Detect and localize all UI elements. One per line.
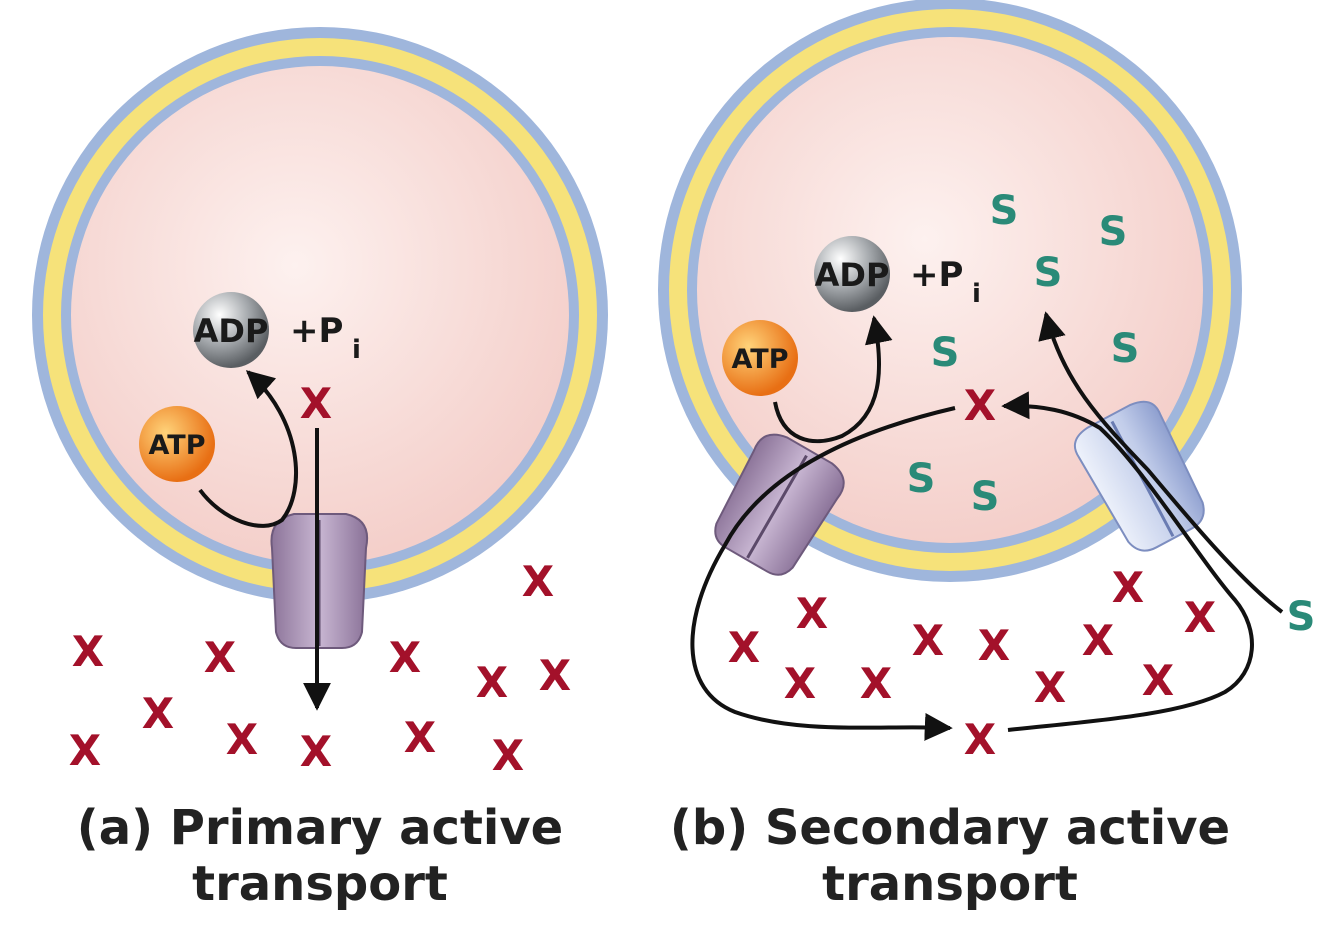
- caption-b-line2: transport: [822, 856, 1078, 912]
- x-return-arrow-b: [1001, 391, 1254, 732]
- solute-x: X: [539, 651, 571, 700]
- atp-hydrolysis-arrow-b: [773, 315, 893, 444]
- solute-x: X: [476, 658, 508, 707]
- solute-s-group-b: S S S S S S S S: [907, 188, 1316, 640]
- caption-b-line1: (b) Secondary active: [669, 800, 1231, 856]
- solute-s: S: [1034, 250, 1063, 296]
- solute-x: X: [522, 557, 554, 606]
- solute-x: X: [1142, 656, 1174, 705]
- s-cotransport-arrow-b: [1038, 311, 1284, 614]
- atp-molecule-a: [139, 406, 215, 482]
- solute-s: S: [990, 188, 1019, 234]
- solute-x: X: [728, 623, 760, 672]
- solute-x: X: [226, 715, 258, 764]
- solute-x: X: [784, 659, 816, 708]
- solute-x: X: [69, 726, 101, 775]
- atp-molecule-b: [722, 320, 798, 396]
- solute-x: X: [492, 731, 524, 780]
- atp-hydrolysis-arrow-a: [198, 370, 298, 528]
- solute-x: X: [72, 627, 104, 676]
- solute-x: X: [796, 589, 828, 638]
- solute-x: X: [1112, 563, 1144, 612]
- solute-x: X: [978, 621, 1010, 670]
- solute-s: S: [931, 330, 960, 376]
- caption-panel-a: (a) Primary active transport: [40, 800, 600, 912]
- solute-x: X: [300, 727, 332, 776]
- atp-label-b: ATP: [731, 344, 788, 375]
- caption-a-line2: transport: [192, 856, 448, 912]
- pi-label-a: +P: [290, 311, 343, 351]
- solute-x-group-b: X X X X X X X X X X X X X: [728, 381, 1216, 764]
- adp-molecule-b: [814, 236, 890, 312]
- solute-x: X: [1082, 616, 1114, 665]
- x-export-arrow-b: [690, 406, 956, 741]
- panel-a: ATP ADP +P i X X X X X X X X X X X X X: [32, 27, 608, 780]
- solute-s-outside: S: [1287, 594, 1316, 640]
- solute-s: S: [907, 456, 936, 502]
- solute-s: S: [971, 474, 1000, 520]
- panel-b: ATP ADP +P i S S S S S S S S X X X X X X…: [658, 0, 1315, 764]
- solute-x: X: [1184, 593, 1216, 642]
- caption-a-line1: (a) Primary active: [76, 800, 564, 856]
- solute-x-returning: X: [964, 715, 996, 764]
- solute-s: S: [1099, 209, 1128, 255]
- pi-subscript-b: i: [972, 279, 981, 309]
- solute-x: X: [142, 689, 174, 738]
- adp-label-b: ADP: [815, 256, 890, 294]
- solute-x: X: [912, 616, 944, 665]
- pi-label-b: +P: [910, 255, 963, 295]
- pump-protein-b: [714, 433, 845, 576]
- atp-label-a: ATP: [148, 430, 205, 461]
- solute-x: X: [404, 713, 436, 762]
- adp-molecule-a: [193, 292, 269, 368]
- solute-x-inside-a: X: [300, 379, 332, 428]
- adp-label-a: ADP: [194, 312, 269, 350]
- solute-x: X: [1034, 663, 1066, 712]
- solute-x: X: [389, 633, 421, 682]
- solute-x: X: [204, 633, 236, 682]
- solute-x-group-a: X X X X X X X X X X X X X: [69, 379, 571, 780]
- solute-s: S: [1111, 326, 1140, 372]
- solute-x: X: [860, 659, 892, 708]
- pi-subscript-a: i: [352, 335, 361, 365]
- solute-x-inside-b: X: [964, 381, 996, 430]
- caption-panel-b: (b) Secondary active transport: [640, 800, 1260, 912]
- pump-protein-a: [270, 513, 368, 649]
